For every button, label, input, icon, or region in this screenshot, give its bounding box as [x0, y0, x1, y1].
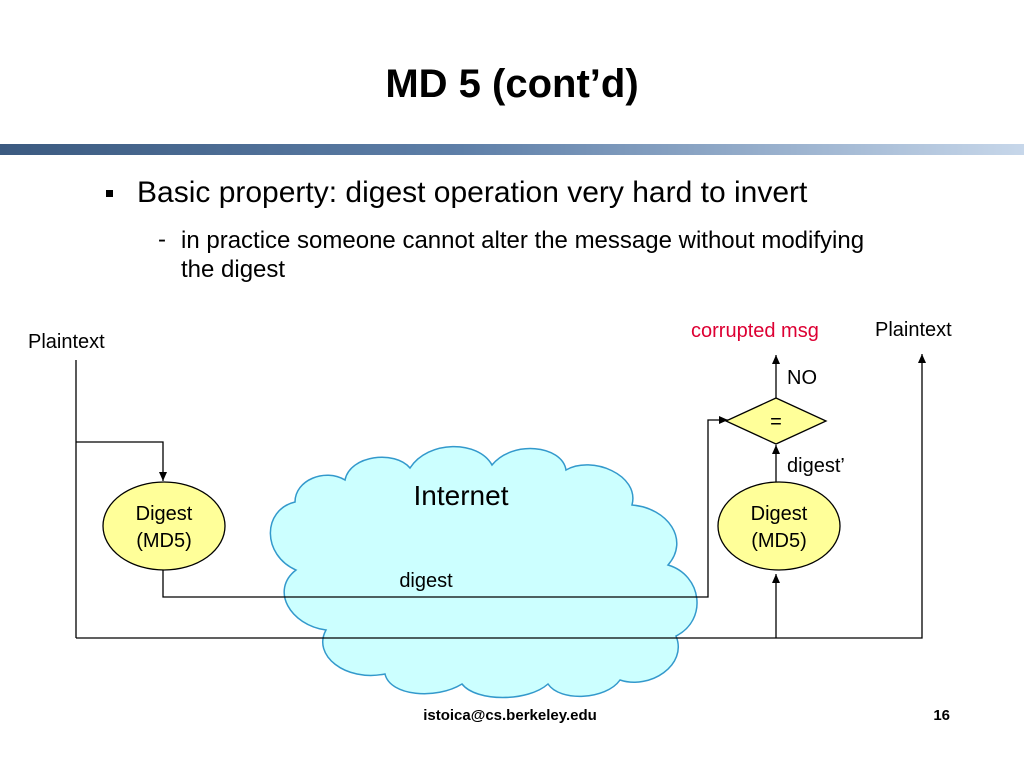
digest-left-line2: (MD5) — [136, 530, 192, 552]
bullet-square-icon — [106, 190, 113, 197]
bullet-text: Basic property: digest operation very ha… — [137, 176, 808, 209]
wire-digest — [162, 416, 728, 598]
sub-bullet-text: in practice someone cannot alter the mes… — [181, 227, 865, 283]
page-number: 16 — [933, 707, 950, 724]
sub-bullet-dash: - — [158, 226, 166, 253]
internet-cloud — [269, 445, 698, 699]
corrupted-msg-label: corrupted msg — [691, 320, 819, 342]
digest-left-circle — [102, 481, 226, 571]
internet-label: Internet — [414, 480, 509, 511]
digest-right-line2: (MD5) — [751, 530, 807, 552]
arrow-into-digest-left — [76, 441, 167, 481]
digest-prime-label: digest’ — [787, 455, 845, 477]
no-label: NO — [787, 367, 817, 389]
plaintext-right-label: Plaintext — [875, 319, 952, 341]
digest-wire-label: digest — [399, 570, 453, 592]
title-rule — [0, 144, 1024, 155]
slide-title: MD 5 (cont’d) — [385, 62, 639, 106]
compare-diamond — [724, 397, 828, 445]
compare-equals: = — [770, 411, 782, 433]
digest-left-line1: Digest — [136, 503, 193, 525]
wire-bottom-plaintext — [76, 354, 926, 639]
footer-email: istoica@cs.berkeley.edu — [423, 707, 597, 724]
digest-right-circle — [717, 481, 841, 571]
digest-right-line1: Digest — [751, 503, 808, 525]
plaintext-left-label: Plaintext — [28, 331, 105, 353]
